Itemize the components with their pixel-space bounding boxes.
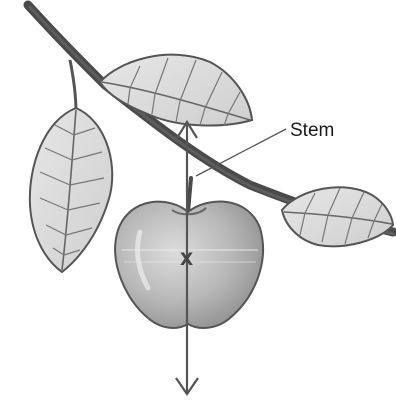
upper-leaf	[100, 55, 252, 126]
left-leaf	[30, 60, 112, 272]
right-leaf	[282, 187, 393, 246]
apple-stem	[188, 178, 191, 212]
center-of-mass-marker: X	[180, 250, 193, 270]
stem-label: Stem	[290, 120, 334, 141]
stem-leader-line	[196, 129, 286, 176]
